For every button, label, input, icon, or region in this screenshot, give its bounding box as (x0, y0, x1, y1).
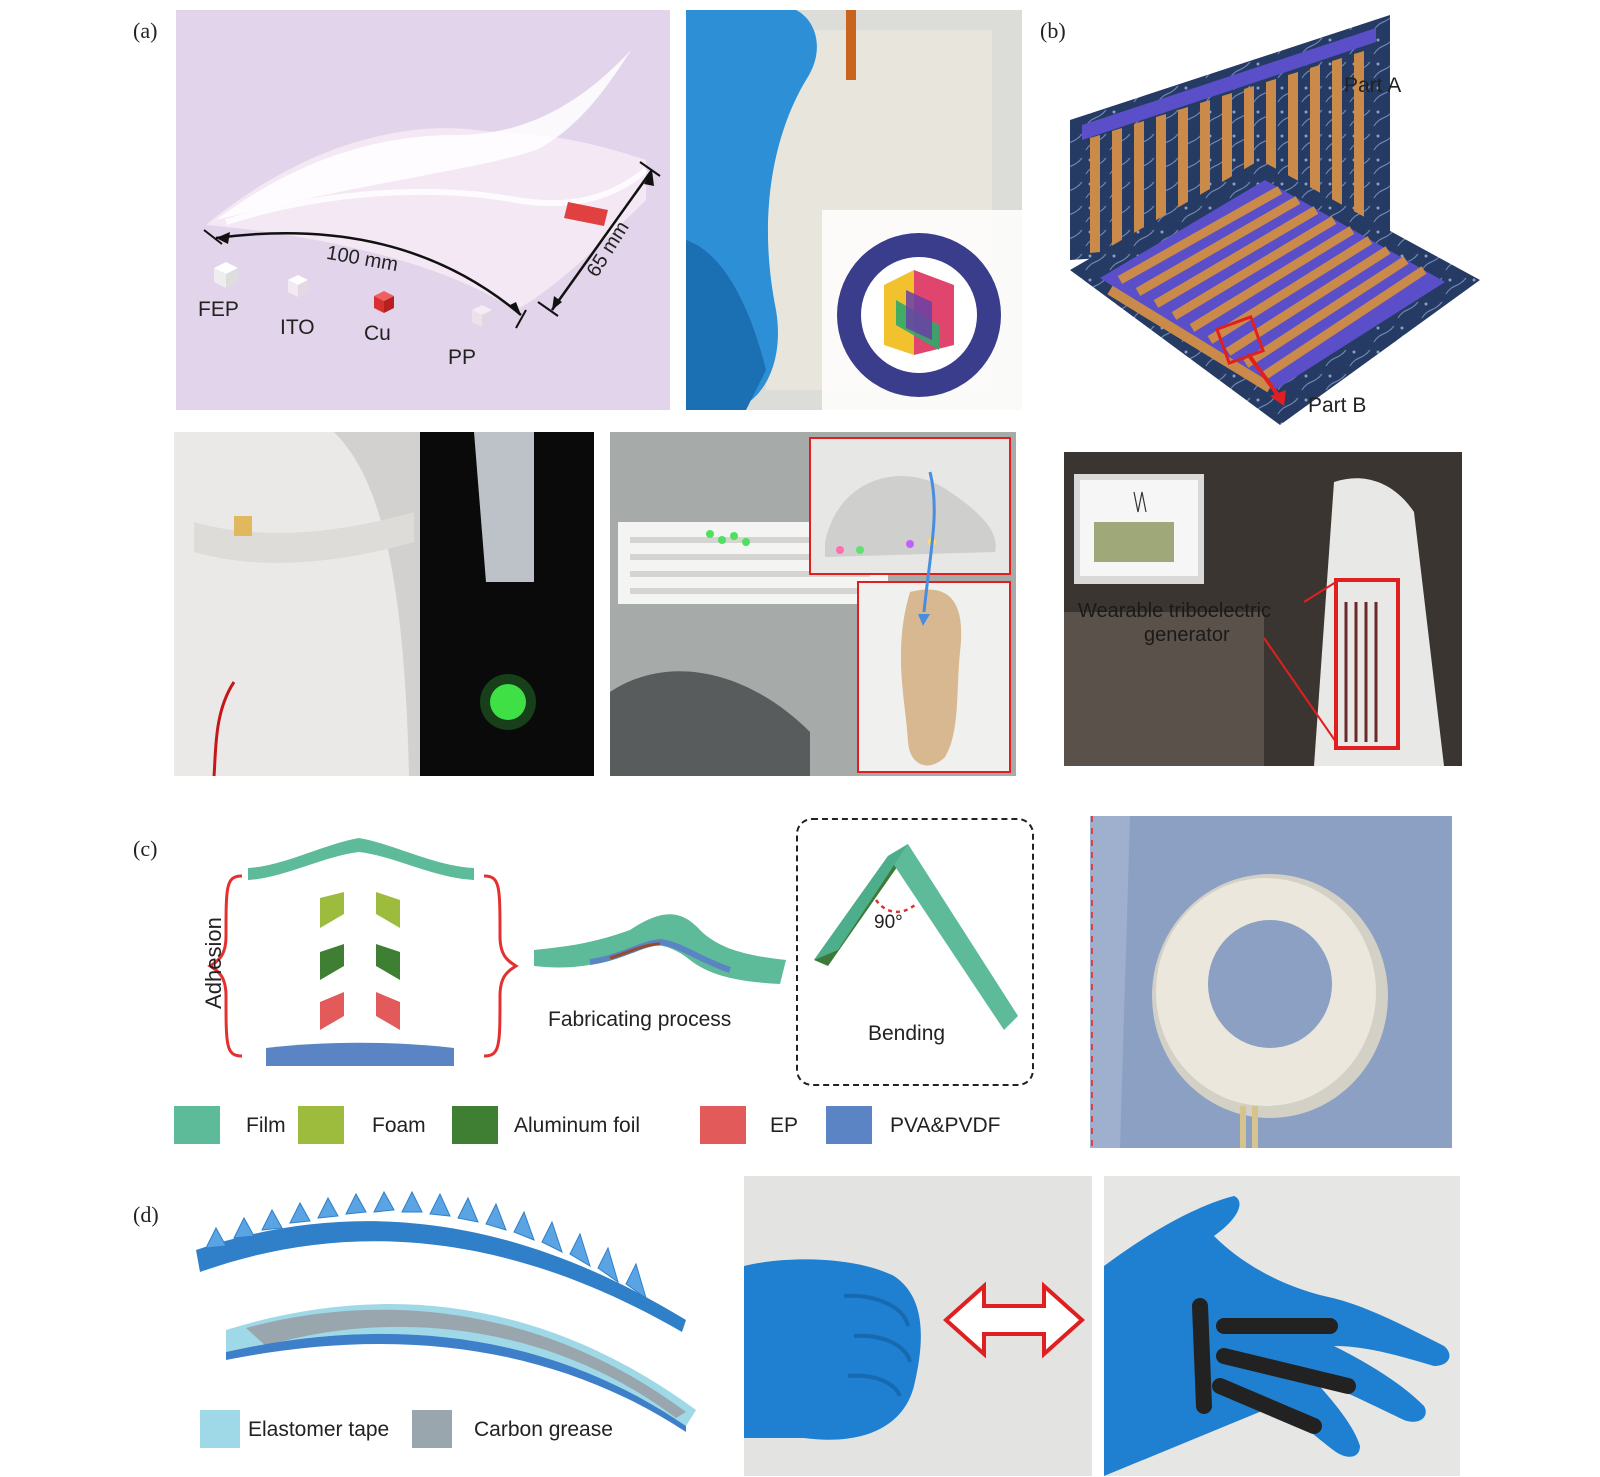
material-label-ito: ITO (280, 316, 315, 339)
cube-fep (214, 262, 238, 288)
photo-glove-open-hand (1104, 1176, 1460, 1476)
part-a-label: Part A (1344, 74, 1402, 97)
legend-label-elastomer: Elastomer tape (248, 1418, 390, 1441)
legend-swatch-ep (700, 1106, 746, 1144)
adhesion-label: Adhesion (200, 917, 226, 1009)
photo-transparent-film (686, 10, 1022, 410)
legend-label-ep: EP (770, 1114, 799, 1137)
part-b-electrodes (1100, 180, 1445, 393)
cube-pp (472, 305, 492, 327)
material-label-cu: Cu (364, 322, 391, 345)
legend-swatch-aluminum (452, 1106, 498, 1144)
legend-swatch-carbon (412, 1410, 452, 1448)
institute-logo (834, 230, 1004, 400)
legend-label-carbon: Carbon grease (474, 1418, 613, 1441)
cube-ito (288, 275, 308, 297)
bending-label: Bending (868, 1022, 946, 1045)
legend-label-foam: Foam (372, 1114, 426, 1137)
photo-glove-fist (744, 1176, 1092, 1476)
generator-label-line2: generator (1144, 624, 1230, 646)
generator-label-line1: Wearable triboelectric (1078, 600, 1272, 622)
panel-c-fabricated-device: Fabricating process (530, 900, 790, 1050)
panel-label-c: (c) (133, 836, 158, 861)
legend-label-film: Film (246, 1114, 286, 1137)
material-label-pp: PP (448, 346, 477, 369)
panel-c-exploded-layers: Adhesion (184, 816, 524, 1106)
legend-swatch-pva-pvdf (826, 1106, 872, 1144)
photo-labcoat-led (174, 432, 594, 776)
part-b-label: Part B (1308, 394, 1367, 417)
photo-shoe-insole (610, 432, 1016, 776)
photo-wearable-generator: Wearable triboelectric generator (1064, 452, 1462, 766)
angle-label: 90° (874, 912, 903, 933)
panel-c-bending-box: 90° Bending (796, 818, 1034, 1086)
legend-label-aluminum: Aluminum foil (514, 1114, 641, 1137)
legend-swatch-foam (298, 1106, 344, 1144)
photo-ring-device (1090, 816, 1452, 1148)
panel-a-schematic: 100 mm 65 mm FEP ITO Cu PP (176, 10, 670, 410)
panel-d-schematic (186, 1190, 706, 1440)
legend-swatch-film (174, 1106, 220, 1144)
material-label-fep: FEP (198, 298, 239, 321)
cube-cu (374, 291, 394, 313)
panel-b-schematic: Part A Part B (1060, 10, 1480, 430)
fabricating-label: Fabricating process (548, 1008, 732, 1031)
panel-label-d: (d) (133, 1202, 159, 1227)
panel-label-a: (a) (133, 18, 158, 43)
panel-label-b: (b) (1040, 18, 1066, 43)
panel-d-legend: Elastomer tape Carbon grease (200, 1410, 660, 1454)
legend-label-pva-pvdf: PVA&PVDF (890, 1114, 1001, 1137)
legend-swatch-elastomer (200, 1410, 240, 1448)
panel-c-legend: Film Foam Aluminum foil EP PVA&PVDF (174, 1106, 1054, 1150)
